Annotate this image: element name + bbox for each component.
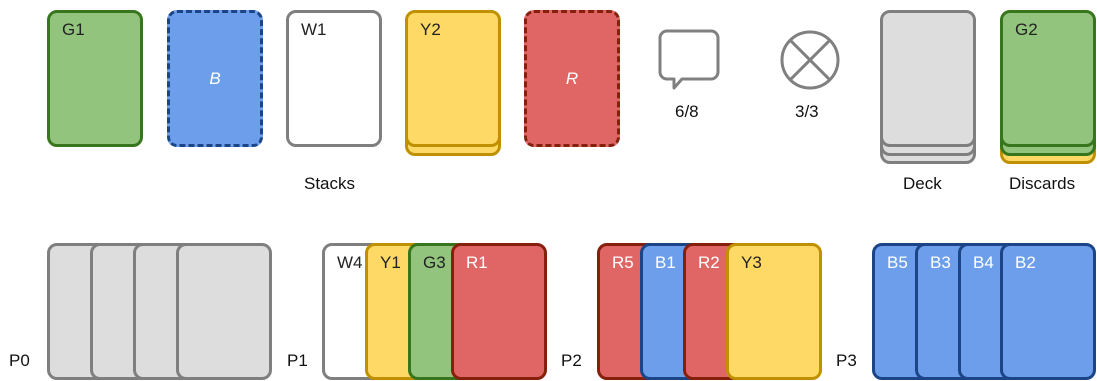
card-label: R2: [698, 253, 720, 272]
crossed-circle-icon: [780, 30, 840, 90]
speech-bubble-icon: [658, 29, 720, 90]
card-label: B: [209, 68, 221, 88]
stack-card-blue-empty: B: [167, 10, 263, 147]
card-label: B5: [887, 253, 908, 272]
stack-card-green: G1: [47, 10, 143, 147]
card-label: W4: [337, 253, 363, 272]
card-label: Y1: [380, 253, 401, 272]
card-label: G3: [423, 253, 446, 272]
player-label: P2: [561, 351, 582, 370]
discards-label: Discards: [1009, 174, 1076, 193]
card-label: R5: [612, 253, 634, 272]
player-label: P3: [836, 351, 857, 370]
card-label: B4: [973, 253, 994, 272]
card-label: W1: [301, 20, 327, 39]
card-label: G1: [62, 20, 85, 39]
fuses-counter: 3/3: [795, 102, 819, 121]
card-label: B2: [1015, 253, 1036, 272]
deck-card-top: [880, 10, 976, 147]
stack-card-yellow: Y2: [405, 10, 501, 147]
stack-card-white: W1: [286, 10, 382, 147]
player-label: P0: [9, 351, 30, 370]
deck-label: Deck: [903, 174, 942, 193]
card-label: R: [565, 68, 579, 88]
player-label: P1: [287, 351, 308, 370]
hints-counter: 6/8: [675, 102, 699, 121]
card-label: B1: [655, 253, 676, 272]
card-label: B3: [930, 253, 951, 272]
hand-card[interactable]: Y3: [726, 243, 822, 380]
stacks-label: Stacks: [304, 174, 356, 193]
card-label: G2: [1015, 20, 1038, 39]
stack-card-red-empty: R: [524, 10, 620, 147]
discard-card-top: G2: [1000, 10, 1096, 147]
card-label: Y2: [420, 20, 441, 39]
hand-card[interactable]: B2: [1000, 243, 1096, 380]
hand-card[interactable]: [176, 243, 272, 380]
card-label: R1: [466, 253, 488, 272]
card-label: Y3: [741, 253, 762, 272]
hand-card[interactable]: R1: [451, 243, 547, 380]
